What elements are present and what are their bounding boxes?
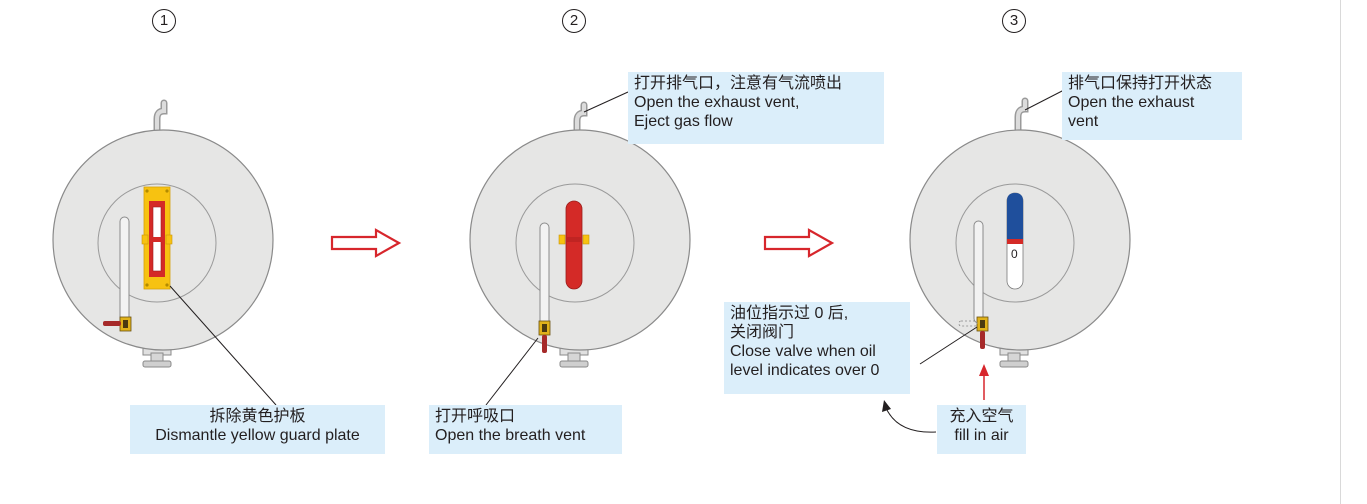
label-text-en-2: vent <box>1068 113 1099 130</box>
label-keep-exhaust-open: 排气口保持打开状态 Open the exhaust vent <box>1062 72 1242 140</box>
label-text-en-1: Open the exhaust vent, <box>634 94 800 111</box>
label-text-en-1: Open the exhaust <box>1068 94 1195 111</box>
label-fill-in-air: 充入空气 fill in air <box>937 405 1026 454</box>
label-text-zh-2: 关闭阀门 <box>730 324 795 341</box>
label-text-en-2: level indicates over 0 <box>730 362 880 379</box>
step-number-1: 1 <box>152 9 176 33</box>
label-open-breath-vent: 打开呼吸口 Open the breath vent <box>429 405 622 454</box>
step-number-3: 3 <box>1002 9 1026 33</box>
label-text-en-1: Close valve when oil <box>730 343 876 360</box>
label-text-en: fill in air <box>954 427 1009 444</box>
label-close-valve: 油位指示过 0 后, 关闭阀门 Close valve when oil lev… <box>724 302 910 394</box>
label-text-zh-1: 油位指示过 0 后, <box>730 305 849 322</box>
label-text-en: Dismantle yellow guard plate <box>155 427 360 444</box>
step-arrow-1 <box>330 228 402 258</box>
label-text-zh: 打开排气口，注意有气流喷出 <box>634 75 843 92</box>
label-text-en: Open the breath vent <box>435 427 586 444</box>
right-page-edge <box>1340 0 1341 504</box>
label-text-zh: 充入空气 <box>949 408 1014 425</box>
label-text-zh: 拆除黄色护板 <box>209 408 306 425</box>
tank-step-3 <box>909 97 1131 368</box>
step-number-2: 2 <box>562 9 586 33</box>
label-text-zh: 打开呼吸口 <box>435 408 516 425</box>
label-text-en-2: Eject gas flow <box>634 113 733 130</box>
gauge-zero-label: 0 <box>1011 247 1018 261</box>
label-open-exhaust-vent: 打开排气口，注意有气流喷出 Open the exhaust vent, Eje… <box>628 72 884 144</box>
label-dismantle-guard-plate: 拆除黄色护板 Dismantle yellow guard plate <box>130 405 385 454</box>
step-arrow-2 <box>763 228 835 258</box>
label-text-zh: 排气口保持打开状态 <box>1068 75 1213 92</box>
tank-step-2 <box>469 101 691 368</box>
tank-step-1 <box>52 99 274 368</box>
